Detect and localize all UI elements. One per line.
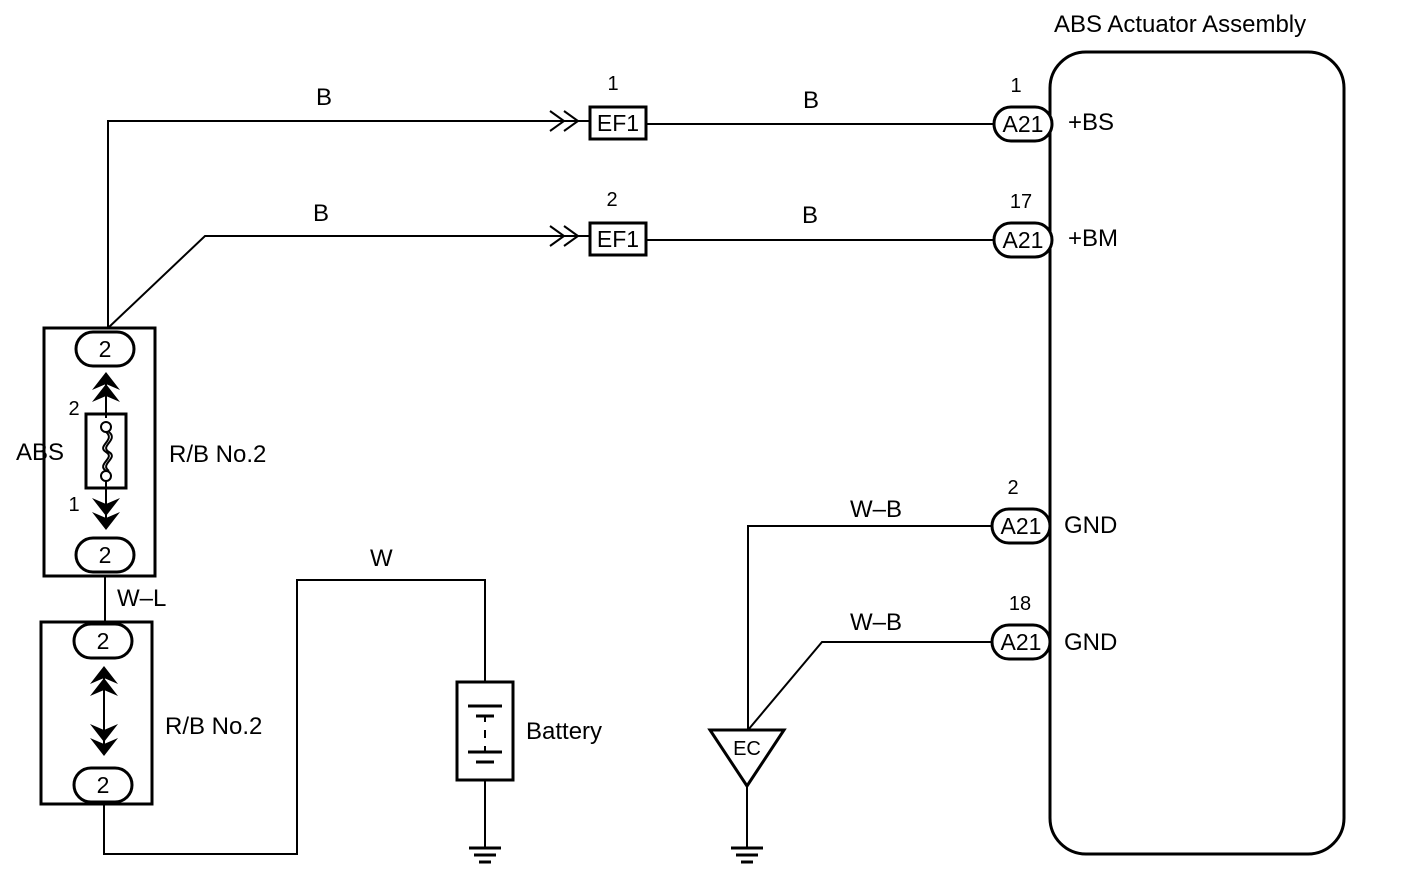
svg-text:2: 2 [97,628,110,654]
svg-text:2: 2 [99,542,112,568]
svg-text:A21: A21 [1001,513,1042,539]
relay-block-upper: 2 2 2 1 ABS R/B No.2 [16,326,266,578]
actuator-assembly-box [1048,50,1346,856]
wire-wb-upper: W–B [747,496,994,730]
svg-text:2: 2 [97,772,110,798]
wire-b-top-right: B [646,87,994,125]
terminal-a21-bm: A21 17 +BM [992,191,1118,259]
pin-number: 2 [606,189,617,211]
ground-point-ec: EC [707,728,787,864]
terminal-name: +BS [1068,109,1114,136]
connector-pin [74,330,136,368]
terminal-name: +BM [1068,225,1118,252]
wire-b-top-left: B [107,84,590,328]
wire-wl: W–L [104,576,166,622]
wire-color-b: B [802,202,818,229]
svg-text:A21: A21 [1003,111,1044,137]
wire-color-wb: W–B [850,496,902,523]
pin-number: 18 [1009,593,1031,615]
wire-color-wb: W–B [850,609,902,636]
relay-block-label: R/B No.2 [165,713,262,740]
svg-text:A21: A21 [1001,629,1042,655]
ground-icon [469,780,501,864]
wire-b-mid-right: B [646,202,994,241]
wire-b-mid-left: B [107,200,590,329]
fuse-pin: 1 [68,494,79,516]
terminal-a21-bs: A21 1 +BS [992,75,1114,143]
wire-color-b: B [316,84,332,111]
battery-icon: Battery [455,680,602,782]
svg-text:EF1: EF1 [597,110,639,136]
fusible-connector-ef1-1: EF1 1 [588,73,648,141]
wire-color-b: B [313,200,329,227]
pin-number: 1 [607,73,618,95]
fuse-pin: 2 [68,398,79,420]
terminal-name: GND [1064,512,1117,539]
relay-block-label: R/B No.2 [169,441,266,468]
battery-label: Battery [526,718,602,745]
wire-wb-lower: W–B [747,609,994,731]
terminal-a21-gnd-18: A21 18 GND [990,593,1117,661]
wire-color-wl: W–L [117,585,166,612]
relay-block-lower: 2 2 R/B No.2 [39,620,262,806]
pin-number: 17 [1010,191,1032,213]
ground-point-label: EC [733,738,761,760]
fuse-label: ABS [16,439,64,466]
pin-number: 1 [1010,75,1021,97]
wire-color-b: B [803,87,819,114]
fusible-connector-ef1-2: EF1 2 [588,189,648,257]
svg-text:EF1: EF1 [597,226,639,252]
wire-w: W [103,545,486,855]
svg-text:A21: A21 [1003,227,1044,253]
wire-color-w: W [370,545,393,572]
connector-pin [74,536,136,574]
connector-pin [72,766,134,804]
terminal-a21-gnd-2: A21 2 GND [990,477,1117,545]
connector-pin [72,622,134,660]
svg-text:2: 2 [99,336,112,362]
pin-number: 2 [1007,477,1018,499]
actuator-title: ABS Actuator Assembly [1054,11,1306,38]
terminal-name: GND [1064,629,1117,656]
